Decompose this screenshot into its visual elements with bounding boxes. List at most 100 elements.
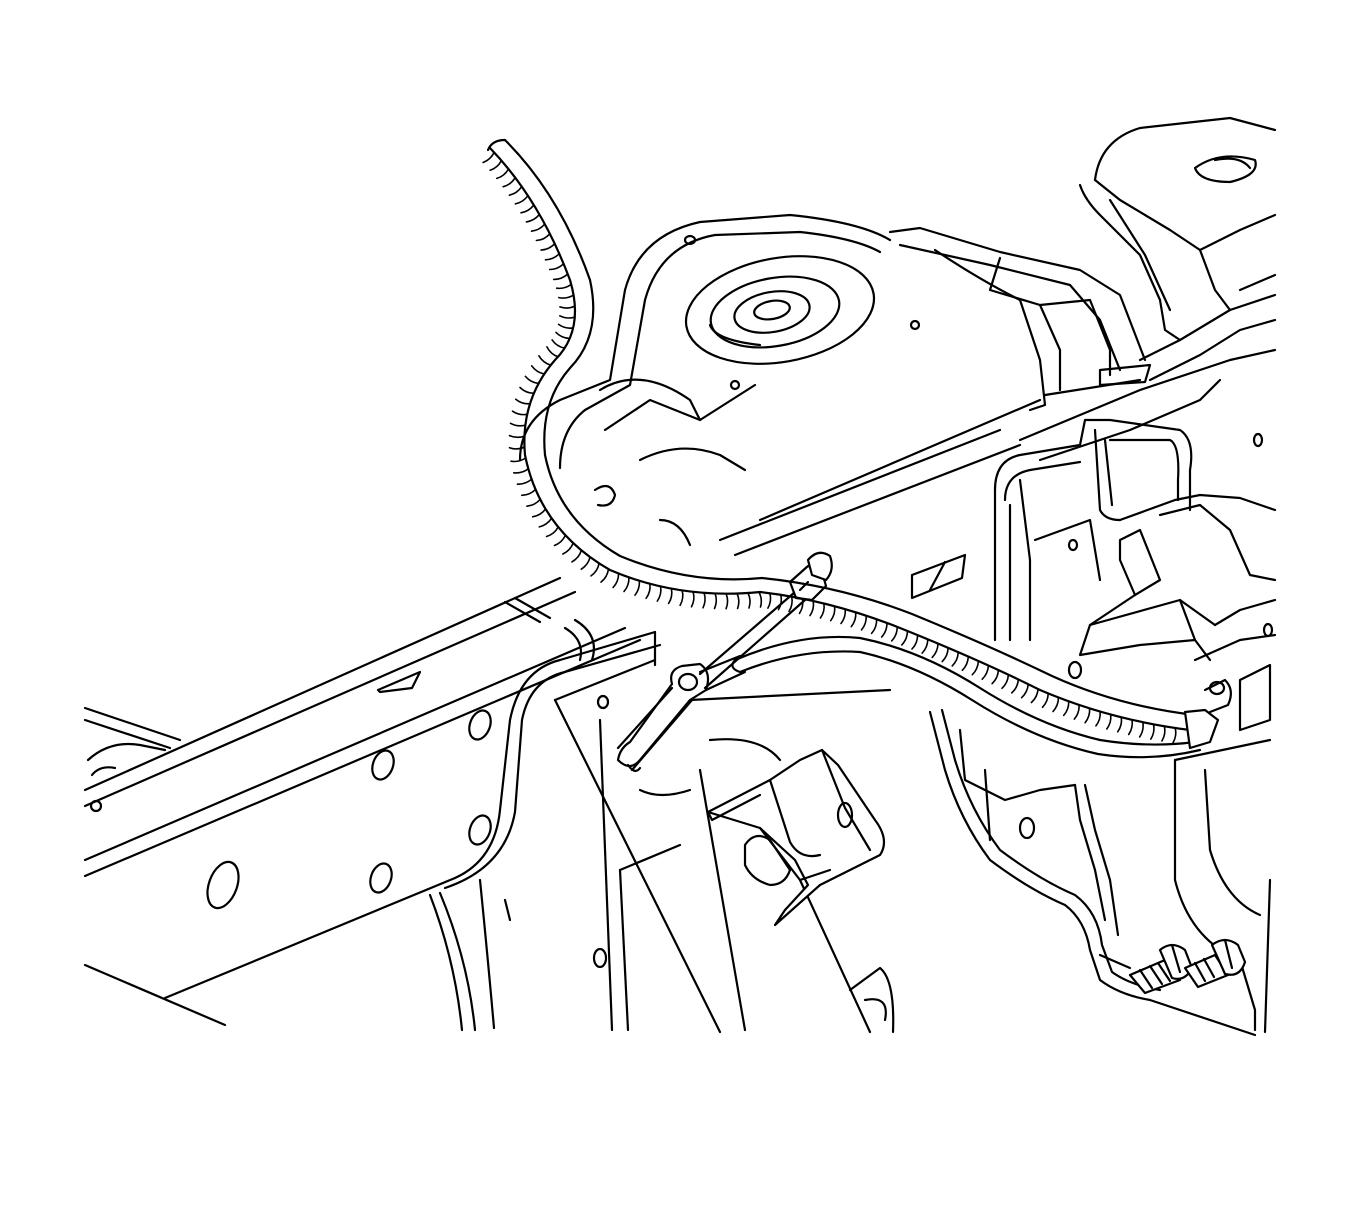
conduit-rib <box>1073 704 1080 720</box>
conduit-rib <box>1052 696 1060 713</box>
mount-bracket <box>706 748 886 927</box>
conduit-rib <box>531 508 547 518</box>
conduit-rib <box>538 355 552 366</box>
crossmember <box>553 630 895 1034</box>
conduit-rib <box>1095 710 1102 727</box>
conduit-rib <box>1106 713 1112 730</box>
bracket-bolt <box>698 551 833 690</box>
conduit-rib <box>829 605 836 622</box>
conduit-rib <box>645 583 651 600</box>
conduit-rib <box>571 549 583 563</box>
conduit-rib <box>508 446 526 450</box>
conduit-rib <box>901 630 909 646</box>
conduit-rib <box>600 568 610 583</box>
conduit-rib <box>612 572 620 589</box>
conduit-rib <box>1041 692 1049 709</box>
conduit-rib <box>981 664 990 680</box>
frame-rail <box>83 576 662 1032</box>
conduit-rib <box>540 242 556 251</box>
conduit-rib <box>870 618 878 635</box>
conduit-rib <box>530 223 546 232</box>
conduit-rib <box>562 542 574 555</box>
conduit-rib <box>690 591 695 608</box>
conduit-rib <box>961 655 970 672</box>
conduit-rib <box>526 498 541 507</box>
conduit-rib <box>758 591 763 608</box>
conduit-rib <box>555 331 571 340</box>
conduit-rib <box>1161 725 1166 742</box>
conduit-rib <box>580 556 591 570</box>
conduit-rib <box>1030 688 1039 704</box>
strut-tower <box>518 116 1277 557</box>
conduit-rib <box>510 457 527 463</box>
conduit-rib <box>508 434 526 439</box>
ground-bolts <box>1128 938 1247 995</box>
conduit-rib <box>767 592 772 609</box>
conduit-rib <box>747 592 751 609</box>
conduit-rib <box>496 168 510 180</box>
conduit-rib <box>725 592 729 610</box>
conduit-rib <box>1011 678 1020 694</box>
conduit-rib <box>971 660 980 676</box>
conduit-rib <box>1150 723 1155 740</box>
conduit-rib <box>921 638 929 654</box>
conduit-rib <box>951 651 959 667</box>
conduit-rib <box>525 213 541 223</box>
conduit-rib <box>553 534 567 547</box>
conduit-rib <box>513 467 530 474</box>
conduit-rib <box>502 176 516 188</box>
conduit-rib <box>840 608 847 625</box>
conduit-rib <box>482 151 495 164</box>
conduit-rib <box>489 159 503 172</box>
conduit-rib <box>519 386 535 395</box>
conduit-rib <box>590 562 600 577</box>
conduit-rib <box>511 410 528 416</box>
ground-bolt-left <box>1128 943 1194 995</box>
conduit-rib <box>520 204 535 214</box>
conduit-rib <box>788 595 793 613</box>
conduit-rib <box>713 592 718 610</box>
conduit-rib <box>555 283 572 290</box>
conduit-rib <box>1062 700 1070 717</box>
conduit-rib <box>557 323 574 329</box>
conduit-rib <box>538 517 553 528</box>
conduit-rib <box>524 375 540 385</box>
conduit-rib <box>551 339 566 349</box>
conduit-rib <box>530 365 546 375</box>
conduit-rib <box>911 634 919 650</box>
conduit-rib <box>634 580 641 596</box>
conduit-rib <box>890 626 899 642</box>
conduit-rib <box>736 592 740 610</box>
conduit-rib <box>623 576 630 593</box>
conduit-rib <box>991 669 1000 685</box>
conduit-rib <box>1001 673 1010 690</box>
conduit-rib <box>679 589 684 607</box>
conduit-rib <box>798 597 804 615</box>
conduit-rib <box>860 614 868 631</box>
wiring-harness-conduit <box>482 138 1220 759</box>
conduit-rib <box>559 305 576 309</box>
conduit-rib <box>516 478 533 486</box>
conduit-rib <box>819 602 825 619</box>
conduit-rib <box>1084 707 1091 724</box>
conduit-rib <box>521 488 537 497</box>
conduit-rib <box>702 592 706 609</box>
conduit-rib <box>1020 683 1029 699</box>
conduit-rib <box>509 422 527 427</box>
conduit-rib <box>559 315 576 319</box>
conduit-rib <box>1138 721 1144 738</box>
conduit-rib <box>809 600 815 617</box>
ground-bolt-right <box>1183 938 1247 989</box>
conduit-rib <box>514 398 531 405</box>
conduit-rib <box>548 263 565 271</box>
conduit-rib <box>880 622 888 638</box>
lower-ground-bracket <box>928 708 1257 1037</box>
conduit-rib <box>535 233 551 242</box>
conduit-rib <box>558 294 575 299</box>
conduit-rib <box>544 252 561 261</box>
conduit-rib <box>552 273 569 281</box>
conduit-rib <box>1116 716 1123 733</box>
conduit-rib <box>656 585 662 602</box>
conduit-rib <box>941 647 949 663</box>
